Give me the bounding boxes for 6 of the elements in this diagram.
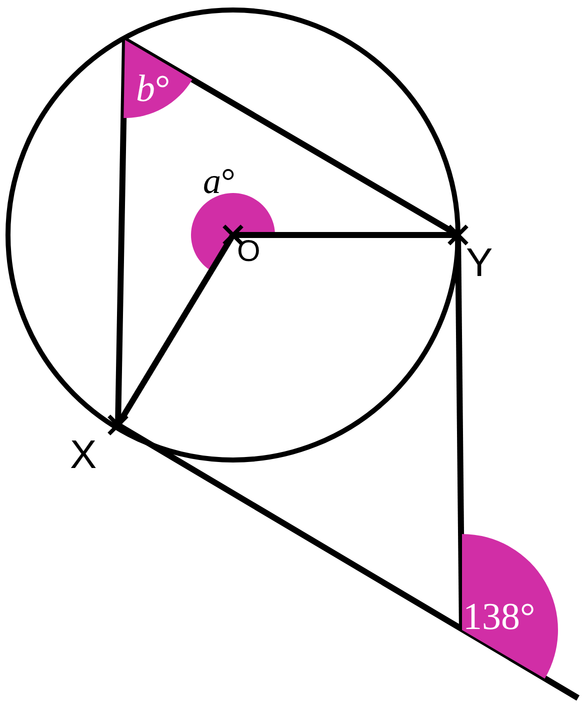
- angle-label: a°: [203, 163, 236, 199]
- angle-label: 138°: [463, 598, 536, 636]
- angle-label: b°: [136, 70, 170, 108]
- point-label: O: [237, 237, 260, 267]
- point-label: Y: [466, 243, 493, 283]
- point-label: X: [70, 435, 97, 475]
